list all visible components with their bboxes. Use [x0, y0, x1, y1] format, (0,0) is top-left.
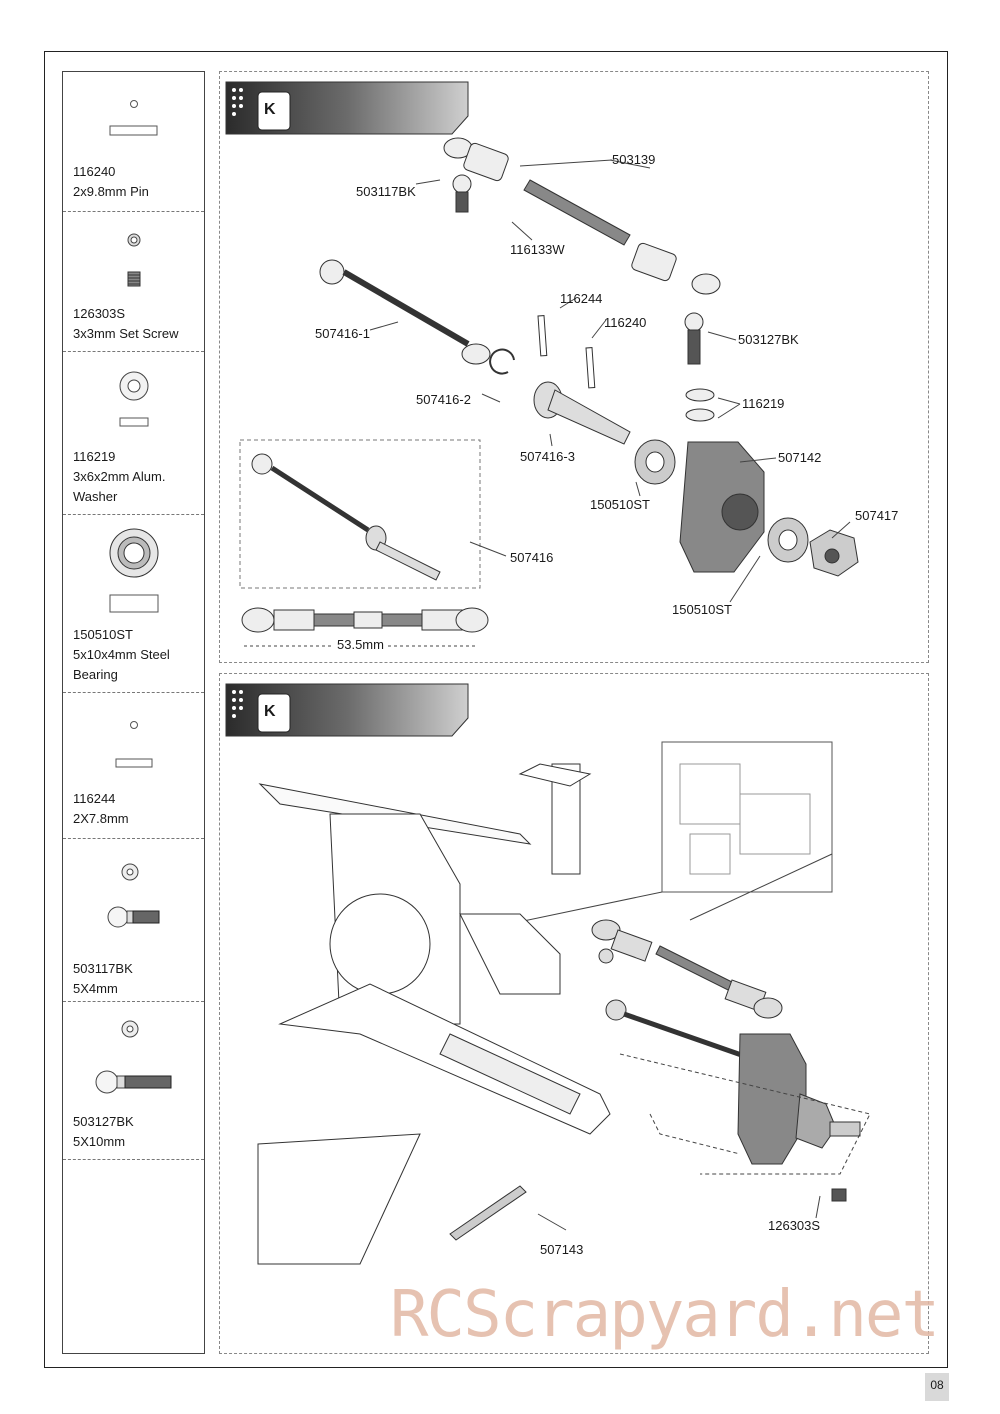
part-126303S: 126303S 3x3mm Set Screw — [63, 212, 204, 352]
step-panel-top: 503139 503117BK 116133W 116244 116240 50… — [219, 71, 929, 663]
part-desc-2: Bearing — [73, 667, 118, 682]
callout-116219: 116219 — [742, 396, 785, 411]
callout-507416-2: 507416-2 — [416, 392, 471, 407]
callout-503139: 503139 — [612, 152, 656, 167]
callout-126303S: 126303S — [768, 1218, 821, 1233]
part-desc: 5X4mm — [73, 981, 118, 996]
part-number: 503127BK — [73, 1114, 134, 1129]
part-desc: 2x9.8mm Pin — [73, 184, 149, 199]
callout-507416-1: 507416-1 — [315, 326, 370, 341]
callout-503127BK: 503127BK — [738, 332, 799, 347]
pin-icon — [115, 721, 153, 768]
part-desc: 3x6x2mm Alum. — [73, 469, 166, 484]
callout-507416-3: 507416-3 — [520, 449, 575, 464]
assembly-diagram — [225, 683, 871, 1265]
callout-507417: 507417 — [855, 508, 899, 523]
part-desc: 3x3mm Set Screw — [73, 326, 179, 341]
part-number: 116240 — [73, 164, 116, 179]
callout-507143: 507143 — [540, 1242, 584, 1257]
page-frame — [44, 51, 948, 1368]
set-screw-icon — [127, 233, 141, 287]
bearing-icon — [109, 528, 159, 613]
callout-503117BK: 503117BK — [356, 184, 416, 199]
callout-507416: 507416 — [510, 550, 554, 565]
callout-150510ST-lower: 150510ST — [672, 602, 732, 617]
callout-116240: 116240 — [604, 315, 647, 330]
part-number: 150510ST — [73, 627, 133, 642]
step-badge: K — [264, 703, 276, 720]
part-503117BK: 503117BK 5X4mm — [63, 839, 204, 1002]
step-badge: K — [264, 101, 276, 118]
part-desc: 5x10x4mm Steel — [73, 647, 170, 662]
page-number: 08 — [925, 1373, 949, 1401]
watermark: RCScrapyard.net — [390, 1278, 940, 1352]
exploded-steering-diagram — [225, 81, 859, 647]
callout-150510ST: 150510ST — [590, 497, 650, 512]
part-desc: 5X10mm — [73, 1134, 126, 1149]
part-desc-2: Washer — [73, 489, 118, 504]
part-503127BK: 503127BK 5X10mm — [63, 1002, 204, 1160]
part-116244: 116244 2X7.8mm — [63, 693, 204, 839]
callout-116244: 116244 — [560, 291, 603, 306]
callout-116133W: 116133W — [510, 242, 565, 257]
part-number: 116219 — [73, 449, 116, 464]
part-number: 116244 — [73, 791, 116, 806]
dimension-label: 53.5mm — [334, 637, 387, 652]
parts-sidebar: 116240 2x9.8mm Pin 126303S 3x3mm Set Screw… — [62, 71, 205, 1354]
ball-stud-long-icon — [95, 1020, 172, 1094]
part-116219: 116219 3x6x2mm Alum. Washer — [63, 352, 204, 515]
pin-icon — [109, 100, 158, 136]
part-desc: 2X7.8mm — [73, 811, 129, 826]
part-number: 503117BK — [73, 961, 133, 976]
part-116240: 116240 2x9.8mm Pin — [63, 72, 204, 212]
part-number: 126303S — [73, 306, 126, 321]
callout-507142: 507142 — [778, 450, 822, 465]
ball-stud-icon — [107, 863, 160, 928]
washer-icon — [119, 371, 149, 427]
step-panel-bottom: 126303S 507143 K — [219, 673, 929, 1354]
